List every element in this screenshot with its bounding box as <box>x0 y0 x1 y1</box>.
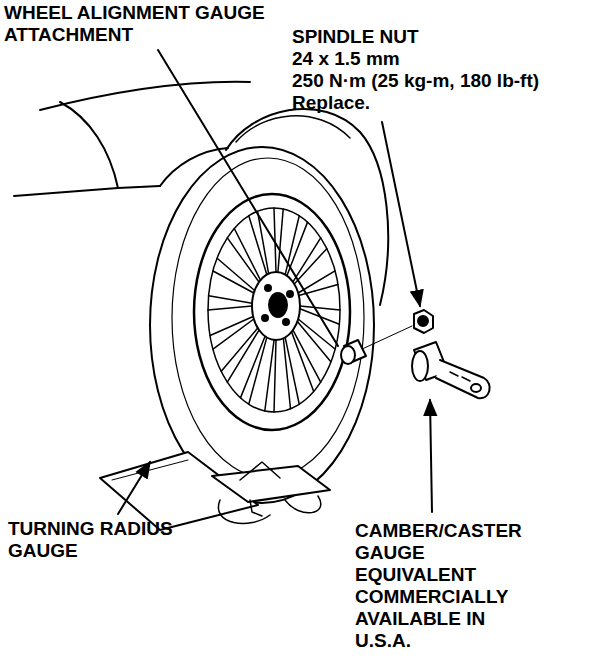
spindle-nut-bore <box>418 316 428 326</box>
part-label: WHEEL ALIGNMENT GAUGE ATTACHMENT <box>4 2 304 46</box>
rim-outer <box>194 194 350 430</box>
part-label: CAMBER/CASTER GAUGE EQUIVALENT COMMERCIA… <box>355 520 535 652</box>
spoke <box>213 271 254 293</box>
body-line <box>160 148 228 186</box>
fender-lip <box>236 116 350 142</box>
body-line <box>60 102 118 188</box>
gauge-wire <box>250 500 262 516</box>
body-line <box>14 186 160 196</box>
hub-center <box>269 293 287 317</box>
body-line <box>40 82 250 110</box>
axis-line <box>360 326 412 350</box>
spindle-nut <box>414 310 433 333</box>
spoke <box>234 229 260 281</box>
gauge-dish <box>212 466 330 502</box>
dimension-label: 24 x 1.5 mm <box>292 48 602 70</box>
rim-inner <box>208 208 340 412</box>
gauge-pivot <box>240 462 280 480</box>
torque-label: 250 N·m (25 kg-m, 180 lb-ft) <box>292 70 602 92</box>
leader-arrow <box>118 462 150 514</box>
spoke <box>209 296 252 304</box>
spoke <box>257 211 268 273</box>
part-label: TURNING RADIUS GAUGE <box>8 518 208 562</box>
spoke <box>213 319 254 349</box>
gauge-wire <box>218 500 270 523</box>
leader-arrow <box>430 400 432 512</box>
spoke <box>265 340 274 411</box>
spoke <box>283 338 290 408</box>
rim-spokes <box>208 208 340 412</box>
note-label: Replace. <box>292 92 602 114</box>
spoke <box>300 306 340 310</box>
lug <box>265 285 271 291</box>
lug <box>262 315 268 321</box>
lug <box>283 319 289 325</box>
camber-gauge-bar <box>436 360 490 398</box>
hub <box>252 272 300 340</box>
gauge-attachment-end <box>341 346 355 364</box>
spoke <box>217 258 254 290</box>
spoke <box>221 328 257 371</box>
camber-gauge-end <box>412 351 428 381</box>
spoke <box>274 340 276 412</box>
spoke <box>227 330 259 382</box>
spoke <box>208 306 252 310</box>
part-label: SPINDLE NUT <box>292 26 602 48</box>
gauge-wire <box>285 496 321 513</box>
leader-arrow <box>382 122 420 306</box>
spoke <box>285 216 299 275</box>
lug <box>287 291 293 297</box>
spoke <box>278 209 283 272</box>
camber-gauge-hole <box>471 384 481 392</box>
camber-gauge-scale <box>450 372 470 381</box>
spoke <box>240 336 265 398</box>
tire-sidewall <box>172 158 364 478</box>
tire <box>150 147 374 503</box>
spoke <box>210 316 253 335</box>
